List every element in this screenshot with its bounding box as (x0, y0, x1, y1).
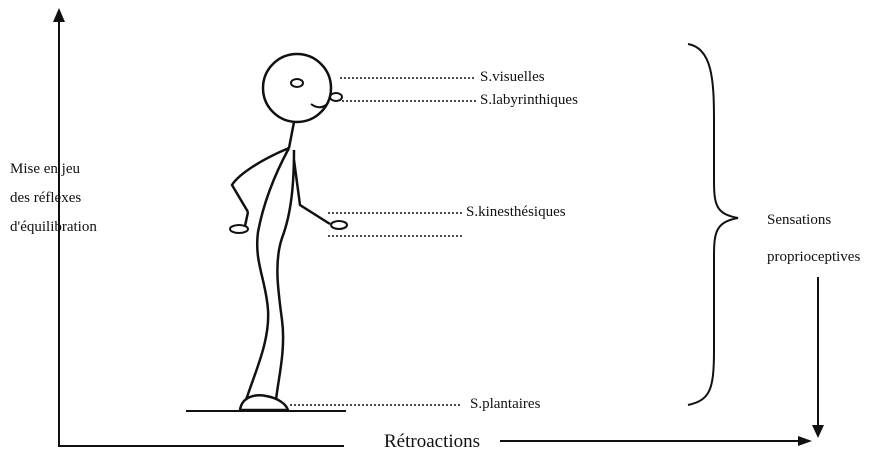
brace-label-line-1: Sensations (767, 213, 831, 228)
label-s-kinesthesiques: S.kinesthésiques (466, 205, 566, 220)
figure-foot (240, 395, 288, 410)
figure-left-arm (232, 148, 289, 212)
figure-smile (311, 104, 326, 107)
label-s-visuelles: S.visuelles (480, 70, 545, 85)
label-s-labyrinthiques: S.labyrinthiques (480, 93, 578, 108)
left-label-line-2: des réflexes (10, 191, 81, 206)
left-label-line-1: Mise en jeu (10, 162, 80, 177)
figure-nose (330, 93, 342, 101)
figure-right-hand (331, 221, 347, 229)
down-arrow-head (812, 425, 824, 438)
bottom-label-retroactions: Rétroactions (384, 432, 480, 451)
figure-neck (289, 122, 294, 148)
figure-eye (291, 79, 303, 87)
right-arrow-head (798, 436, 812, 446)
figure-front (276, 150, 294, 400)
left-label-line-3: d'équilibration (10, 220, 97, 235)
curly-brace (688, 44, 738, 405)
figure-left-hand (230, 225, 248, 233)
label-s-plantaires: S.plantaires (470, 397, 540, 412)
figure-right-arm (294, 160, 330, 224)
up-arrow-head (53, 8, 65, 22)
brace-label-line-2: proprioceptives (767, 250, 860, 265)
